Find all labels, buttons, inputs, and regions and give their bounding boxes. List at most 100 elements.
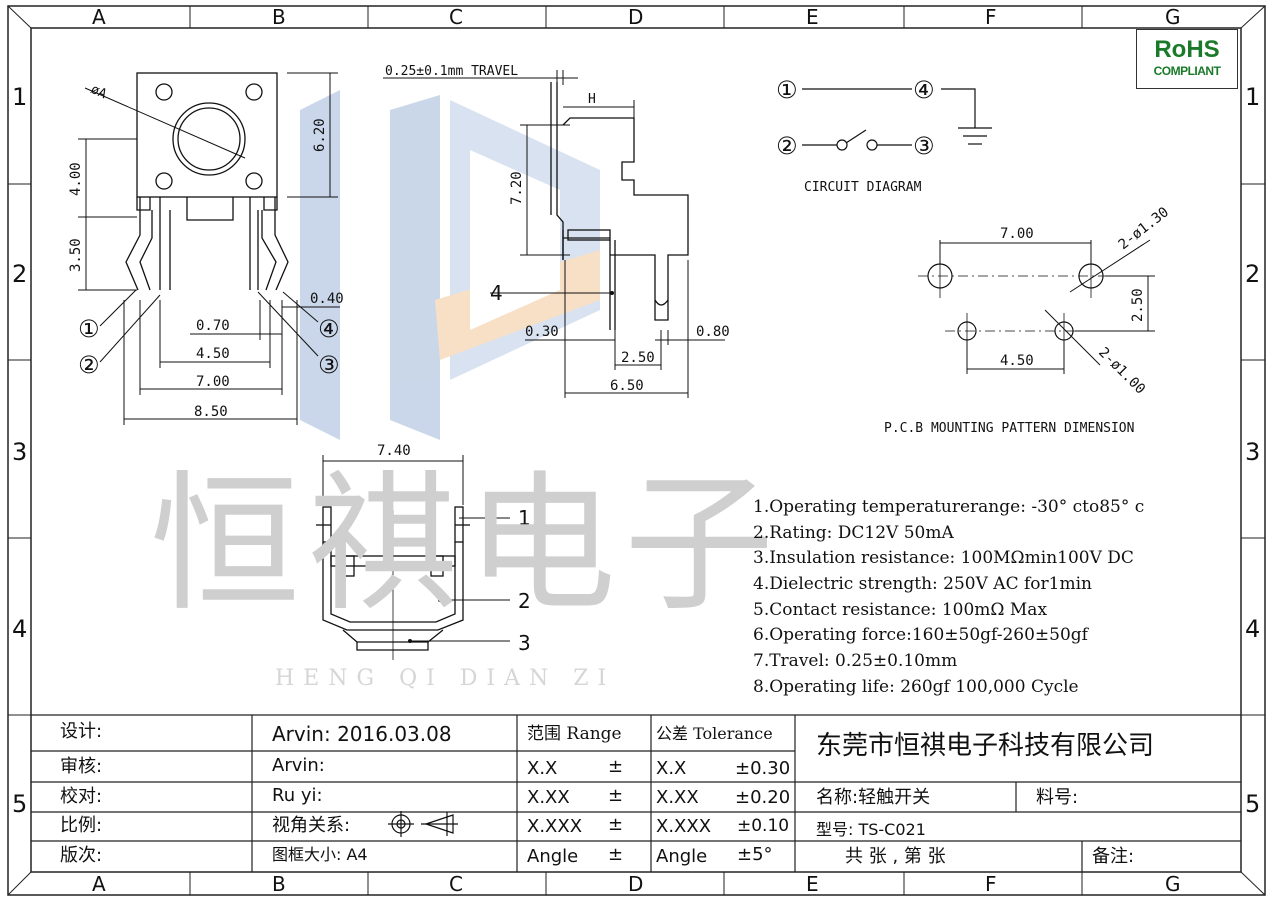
col-label-bottom-f: F: [985, 872, 997, 896]
spec-item-7: 7.Travel: 0.25±0.10mm: [753, 651, 958, 671]
front-pin-4: ④: [318, 315, 340, 343]
tol-row-3-format: X.XXX: [656, 816, 712, 837]
range-header: 范围 Range: [527, 724, 622, 744]
circuit-diagram-title: CIRCUIT DIAGRAM: [804, 180, 922, 195]
tolerance-header: 公差 Tolerance: [656, 724, 773, 743]
label-revision: 版次:: [60, 845, 103, 866]
watermark-cjk: 恒祺电子: [150, 458, 783, 632]
row-label-right-5: 5: [1245, 790, 1260, 818]
product-name: 名称:轻触开关: [816, 787, 931, 808]
watermark-latin: HENG QI DIAN ZI: [275, 666, 616, 691]
col-label-top-a: A: [92, 5, 106, 29]
pcb-dim-7-00: 7.00: [1000, 226, 1034, 242]
dim-0-40: 0.40: [310, 291, 344, 307]
circuit-diagram: [802, 88, 992, 151]
travel-label: 0.25±0.1mm TRAVEL: [385, 64, 518, 79]
spec-item-4: 4.Dielectric strength: 250V AC for1min: [753, 574, 1092, 594]
range-row-4-format: Angle: [527, 846, 579, 867]
tol-row-3-value: ±0.10: [737, 816, 790, 836]
bottom-label-1: 1: [518, 506, 531, 530]
spec-item-6: 6.Operating force:160±50gf-260±50gf: [753, 625, 1088, 645]
dim-h: H: [588, 92, 596, 107]
dim-0-30: 0.30: [525, 324, 559, 340]
col-label-bottom-g: G: [1165, 872, 1181, 896]
circuit-pin-4: ④: [913, 76, 935, 104]
pcb-hole-large: 2-ø1.30: [1116, 204, 1172, 253]
bottom-dim-7-40: 7.40: [377, 443, 411, 459]
dim-7-00: 7.00: [196, 374, 230, 390]
material-number-label: 料号:: [1036, 787, 1079, 808]
watermark-logo: [300, 90, 600, 440]
spec-item-5: 5.Contact resistance: 100mΩ Max: [753, 600, 1048, 620]
inner-frame: [30, 27, 1242, 873]
row-label-right-2: 2: [1245, 260, 1260, 288]
dim-0-70: 0.70: [196, 318, 230, 334]
label-design: 设计:: [60, 721, 103, 742]
spec-item-1: 1.Operating temperaturerange: -30° cto85…: [753, 497, 1145, 517]
rohs-title: RoHS: [1154, 36, 1220, 63]
reviewer-value: Arvin:: [272, 755, 325, 776]
front-view: [84, 72, 289, 291]
row-label-left-1: 1: [12, 83, 27, 111]
bottom-view: [316, 455, 510, 660]
row-label-left-4: 4: [12, 615, 27, 643]
row-label-right-1: 1: [1245, 83, 1260, 111]
range-row-1-sign: ±: [608, 756, 624, 777]
company-name: 东莞市恒祺电子科技有限公司: [816, 731, 1155, 761]
pcb-pattern-title: P.C.B MOUNTING PATTERN DIMENSION: [884, 421, 1134, 436]
col-label-bottom-b: B: [272, 872, 286, 896]
dim-4-00: 4.00: [68, 162, 84, 196]
row-label-left-3: 3: [12, 438, 27, 466]
front-pin-1: ①: [78, 315, 100, 343]
pcb-dim-4-50: 4.50: [1000, 353, 1034, 369]
dim-6-20: 6.20: [312, 118, 328, 152]
side-view: [550, 82, 689, 330]
dim-8-50: 8.50: [194, 404, 228, 420]
col-label-bottom-e: E: [806, 872, 819, 896]
circuit-pin-3: ③: [913, 132, 935, 160]
col-label-top-b: B: [272, 5, 286, 29]
projection-symbol-icon: [388, 811, 458, 837]
dim-0-80: 0.80: [696, 324, 730, 340]
rohs-badge: RoHS COMPLIANT: [1136, 29, 1238, 89]
col-label-top-f: F: [985, 5, 997, 29]
label-review: 审核:: [60, 756, 103, 777]
remarks-label: 备注:: [1092, 846, 1135, 867]
dim-3-50: 3.50: [68, 238, 84, 272]
col-label-bottom-d: D: [628, 872, 643, 896]
col-label-top-d: D: [628, 5, 643, 29]
row-label-right-3: 3: [1245, 438, 1260, 466]
range-row-2-sign: ±: [608, 785, 624, 806]
frame-size-label: 图框大小: A4: [272, 845, 368, 864]
pcb-dim-2-50: 2.50: [1130, 288, 1146, 322]
col-label-top-g: G: [1165, 5, 1181, 29]
range-row-3-sign: ±: [608, 814, 624, 835]
spec-item-8: 8.Operating life: 260gf 100,000 Cycle: [753, 677, 1079, 697]
model-number: 型号: TS-C021: [816, 820, 926, 839]
tol-row-1-format: X.X: [656, 758, 687, 779]
spec-item-3: 3.Insulation resistance: 100MΩmin100V DC: [753, 548, 1134, 568]
label-check: 校对:: [60, 786, 103, 807]
range-row-4-sign: ±: [608, 844, 624, 865]
col-label-bottom-a: A: [92, 872, 106, 896]
range-row-2-format: X.XX: [527, 787, 570, 808]
front-pin-callouts: ① ② ③ ④: [78, 315, 340, 379]
checker-value: Ru yi:: [272, 785, 323, 806]
view-relation-label: 视角关系:: [272, 815, 351, 836]
tol-row-4-format: Angle: [656, 846, 708, 867]
sheet-count: 共 张 , 第 张: [845, 846, 946, 867]
outer-frame: [7, 5, 1266, 896]
dim-6-50: 6.50: [610, 378, 644, 394]
rohs-subtitle: COMPLIANT: [1153, 64, 1221, 78]
bottom-label-3: 3: [518, 631, 531, 655]
range-row-1-format: X.X: [527, 758, 558, 779]
dim-phi-a: øA: [88, 82, 109, 102]
dim-4-50: 4.50: [196, 346, 230, 362]
circuit-pin-2: ②: [776, 132, 798, 160]
col-label-bottom-c: C: [449, 872, 463, 896]
tol-row-1-value: ±0.30: [735, 758, 791, 779]
pcb-hole-small: 2-ø1.00: [1095, 345, 1148, 398]
pcb-pattern: [918, 239, 1155, 374]
front-pin-3: ③: [318, 351, 340, 379]
